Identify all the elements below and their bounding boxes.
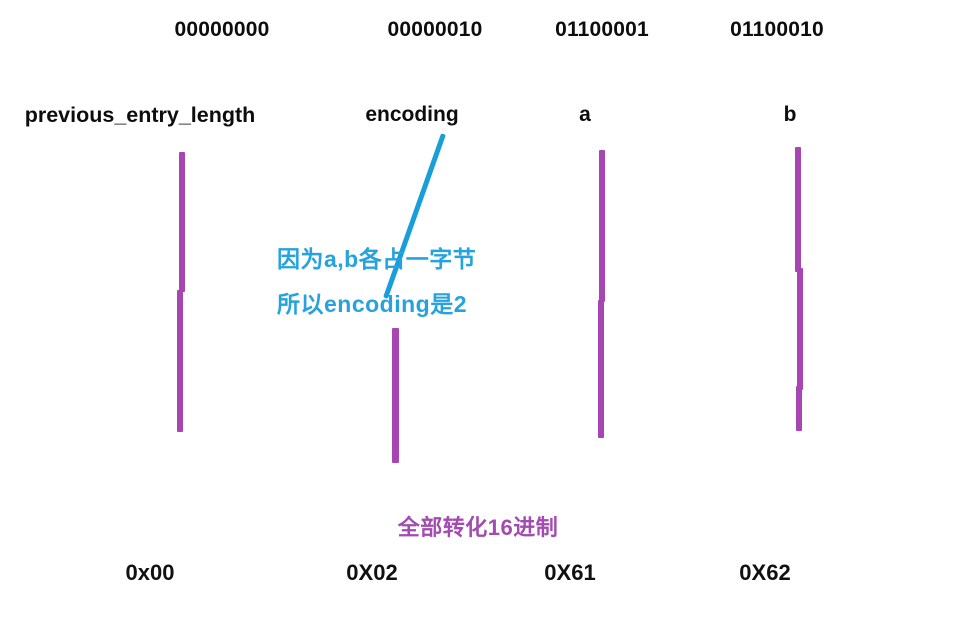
binary-value-encoding: 00000010 [387,18,483,41]
divider-bar-3-upper [599,150,605,302]
divider-bar-4-middle [797,268,803,390]
cyan-annotation-line-1: 因为a,b各占一字节 [277,246,477,272]
hex-value-a: 0X61 [544,560,596,585]
hex-value-previous-entry-length: 0x00 [125,560,175,585]
binary-value-a: 01100001 [555,18,649,41]
field-label-encoding: encoding [365,103,459,126]
divider-bar-4-upper [795,147,801,272]
divider-bar-2 [392,328,399,463]
binary-value-b: 01100010 [730,18,824,41]
field-label-previous-entry-length: previous_entry_length [24,103,256,127]
hex-value-b: 0X62 [739,560,791,585]
divider-bar-1-lower [177,290,183,432]
divider-bar-1-upper [179,152,185,292]
divider-bar-3-lower [598,300,604,438]
purple-annotation: 全部转化16进制 [397,515,559,540]
field-label-b: b [783,103,797,126]
hex-value-encoding: 0X02 [346,560,398,585]
cyan-annotation-line-2: 所以encoding是2 [277,291,468,317]
binary-value-previous-entry-length: 00000000 [174,18,270,41]
field-label-a: a [579,103,591,126]
divider-bar-4-lower [796,386,802,431]
